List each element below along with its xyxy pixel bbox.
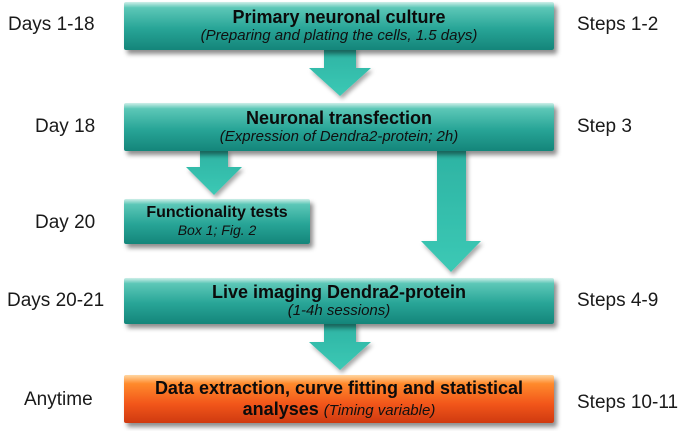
box-culture-title: Primary neuronal culture (232, 7, 446, 27)
left-label-days-1-18: Days 1-18 (8, 14, 95, 35)
box-primary-neuronal-culture: Primary neuronal culture (Preparing and … (124, 2, 554, 50)
box-functionality-subtitle: Box 1; Fig. 2 (177, 222, 257, 238)
box-analysis-line1: Data extraction, curve fitting and stati… (154, 378, 524, 398)
left-label-day-18: Day 18 (35, 116, 96, 137)
box-transfection-title: Neuronal transfection (245, 108, 433, 128)
box-transfection-subtitle: (Expression of Dendra2-protein; 2h) (219, 128, 459, 145)
box-functionality-title: Functionality tests (146, 204, 288, 221)
left-label-day-20: Day 20 (35, 212, 96, 233)
box-imaging-subtitle: (1-4h sessions) (287, 302, 391, 319)
arrow-imaging-to-analysis (309, 322, 371, 370)
box-culture-subtitle: (Preparing and plating the cells, 1.5 da… (200, 27, 478, 44)
right-label-steps-10-11: Steps 10-11 (577, 392, 679, 413)
box-functionality-tests: Functionality tests Box 1; Fig. 2 (124, 199, 310, 244)
box-analysis-line2: analyses (242, 399, 319, 419)
left-label-anytime: Anytime (24, 389, 93, 410)
box-analysis-line2-wrap: analyses (Timing variable) (243, 399, 436, 420)
box-analysis-subtitle: (Timing variable) (323, 402, 436, 419)
box-live-imaging: Live imaging Dendra2-protein (1-4h sessi… (124, 278, 554, 324)
box-data-analysis: Data extraction, curve fitting and stati… (124, 375, 554, 423)
right-label-step-3: Step 3 (577, 116, 632, 137)
left-label-days-20-21: Days 20-21 (7, 290, 105, 311)
right-label-steps-4-9: Steps 4-9 (577, 290, 659, 311)
arrow-transfection-to-imaging (421, 150, 481, 272)
box-imaging-title: Live imaging Dendra2-protein (211, 282, 467, 302)
box-neuronal-transfection: Neuronal transfection (Expression of Den… (124, 103, 554, 151)
arrow-transfection-to-functionality (186, 150, 242, 195)
arrow-culture-to-transfection (309, 48, 371, 96)
right-label-steps-1-2: Steps 1-2 (577, 14, 659, 35)
